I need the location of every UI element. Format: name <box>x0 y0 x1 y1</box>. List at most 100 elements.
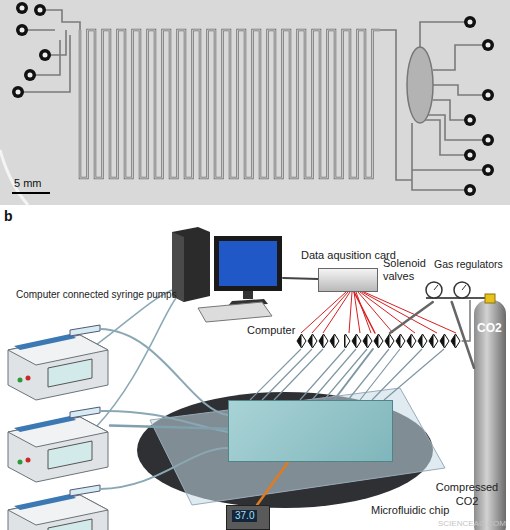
node-text: CO2 <box>477 322 502 335</box>
serpentine-channel <box>80 30 380 178</box>
valve-bank: Solenoid valves <box>296 333 462 349</box>
port-hole <box>38 8 43 13</box>
port <box>12 86 24 98</box>
port <box>482 134 494 146</box>
keyboard <box>198 302 272 322</box>
culture-chamber <box>407 47 433 123</box>
port-hole <box>20 28 25 33</box>
port <box>16 2 28 14</box>
port-hole <box>43 53 48 58</box>
port-hole <box>486 168 491 173</box>
computer-node: Computer <box>165 230 283 322</box>
connector-tube <box>283 278 318 279</box>
glass-plate <box>150 388 445 505</box>
valve-gap <box>340 333 344 349</box>
scale-label: 5 mm <box>14 177 42 190</box>
gauge-needle <box>434 285 438 290</box>
port <box>24 69 36 81</box>
pump-tubing <box>100 329 228 489</box>
inlet-ports <box>12 2 494 196</box>
pump-screen <box>48 519 92 530</box>
syringe <box>70 325 100 336</box>
port <box>34 4 46 16</box>
pump-body <box>8 335 108 400</box>
pump-screen <box>48 359 92 387</box>
connector-tube <box>354 292 375 333</box>
gas-regulator: Gas regulators <box>420 280 476 302</box>
pump-button <box>26 458 31 463</box>
node-text: 37.0 <box>232 510 257 522</box>
gauge <box>426 282 442 298</box>
cylinder-valve <box>485 294 495 303</box>
syringe <box>70 407 100 418</box>
pump-carriage <box>14 494 76 510</box>
port-hole <box>20 6 25 11</box>
pump-top <box>8 495 108 525</box>
port-hole <box>468 118 473 123</box>
gas-cylinder <box>474 300 506 530</box>
node-text: Gas regulators <box>434 258 503 271</box>
connector-tube <box>334 349 373 400</box>
port <box>482 89 494 101</box>
gauge <box>454 282 470 298</box>
watermark: SCIENCEAG.COM <box>438 519 506 529</box>
monitor-stand <box>243 291 253 299</box>
serpentine-inner <box>80 30 380 178</box>
microfluidic-chip: Microfluidic chip <box>228 400 393 462</box>
port <box>464 16 476 28</box>
node-text: Microfluidic chip <box>371 504 449 517</box>
syringe-pump <box>8 325 108 400</box>
port <box>482 164 494 176</box>
valve-row <box>296 333 462 349</box>
pump-button <box>26 376 31 381</box>
chip-photo <box>0 0 510 205</box>
monitor <box>214 236 282 291</box>
port-hole <box>468 188 473 193</box>
port-hole <box>486 43 491 48</box>
port <box>39 49 51 61</box>
pump-button <box>18 460 23 465</box>
node-text: Solenoid valves <box>383 257 435 283</box>
syringe <box>70 485 100 496</box>
port-hole <box>486 138 491 143</box>
panel-letter: b <box>4 208 13 224</box>
port-hole <box>16 90 21 95</box>
connector-tube <box>390 302 433 333</box>
pump-screen <box>48 441 92 469</box>
feed-channels <box>18 10 488 190</box>
port-hole <box>468 153 473 158</box>
connector-tube <box>452 302 474 368</box>
node-text: Data aqusition card <box>301 249 396 262</box>
port-hole <box>486 93 491 98</box>
connector-tube <box>257 462 288 505</box>
port-hole <box>468 20 473 25</box>
monitor-screen <box>219 241 277 286</box>
co2-cylinder: CO2Compressed CO2 <box>474 300 506 530</box>
pump-top <box>8 417 108 447</box>
port <box>464 149 476 161</box>
port <box>16 24 28 36</box>
port <box>464 114 476 126</box>
gauge-needle <box>462 285 466 290</box>
syringe-pump-group: Computer connected syringe pumps <box>6 318 110 530</box>
port-hole <box>28 73 33 78</box>
temperature-controller: 37.0 <box>226 505 270 530</box>
pump-top <box>8 335 108 365</box>
port <box>464 184 476 196</box>
pump-button <box>18 378 23 383</box>
computer-tower <box>172 227 210 302</box>
pump-body <box>8 417 108 482</box>
node-text: Compressed CO2 <box>434 480 500 508</box>
syringe-pump <box>8 485 108 530</box>
syringe-pump <box>8 407 108 482</box>
scale-bar <box>12 192 50 194</box>
connector-tube <box>110 425 228 428</box>
pump-carriage <box>14 334 76 350</box>
pump-carriage <box>14 416 76 432</box>
pump-body <box>8 495 108 530</box>
node-text: Computer connected syringe pumps <box>16 288 177 301</box>
daq-card-box: Data aqusition card <box>318 268 378 292</box>
node-text: Computer <box>247 324 295 337</box>
port <box>482 39 494 51</box>
